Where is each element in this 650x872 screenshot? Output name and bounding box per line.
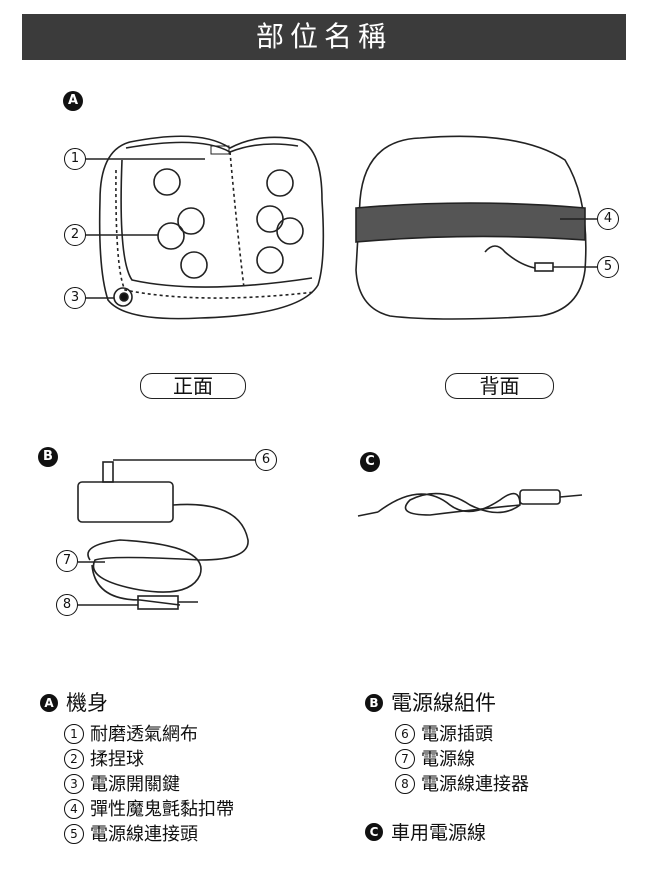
callout-8: 8: [56, 594, 78, 616]
item-label: 耐磨透氣網布: [90, 724, 198, 745]
massager-back-drawing: [355, 135, 597, 320]
section-b-badge: B: [38, 447, 58, 467]
item-number: 3: [64, 774, 84, 794]
power-adapter-drawing: [77, 459, 255, 610]
item-label: 電源線連接器: [421, 774, 529, 795]
list-item: 6 電源插頭: [395, 722, 529, 747]
back-view-label: 背面: [445, 373, 554, 399]
page-title: 部位名稱: [22, 14, 626, 60]
product-illustrations: [77, 135, 597, 610]
massager-front-drawing: [86, 135, 325, 320]
part-c-heading: C 車用電源線: [365, 818, 486, 845]
list-item: 3 電源開關鍵: [64, 772, 234, 797]
list-item: 4 彈性魔鬼氈黏扣帶: [64, 797, 234, 822]
badge-c-icon: C: [365, 823, 383, 841]
callout-3: 3: [64, 287, 86, 309]
item-label: 電源線連接頭: [90, 824, 198, 845]
list-item: 7 電源線: [395, 747, 529, 772]
part-a-heading: A 機身: [40, 687, 108, 717]
item-label: 電源開關鍵: [90, 774, 180, 795]
item-number: 2: [64, 749, 84, 769]
part-a-title: 機身: [66, 691, 108, 715]
badge-a-icon: A: [40, 694, 58, 712]
part-c-title: 車用電源線: [391, 822, 487, 844]
callout-6: 6: [255, 449, 277, 471]
item-label: 彈性魔鬼氈黏扣帶: [90, 799, 234, 820]
part-b-title: 電源線組件: [391, 691, 496, 715]
part-b-list: 6 電源插頭 7 電源線 8 電源線連接器: [395, 722, 529, 797]
item-number: 7: [395, 749, 415, 769]
list-item: 8 電源線連接器: [395, 772, 529, 797]
callout-2: 2: [64, 224, 86, 246]
item-label: 電源插頭: [421, 724, 493, 745]
list-item: 2 揉捏球: [64, 747, 234, 772]
item-number: 8: [395, 774, 415, 794]
callout-4: 4: [597, 208, 619, 230]
item-number: 4: [64, 799, 84, 819]
front-view-label: 正面: [140, 373, 246, 399]
callout-7: 7: [56, 550, 78, 572]
list-item: 5 電源線連接頭: [64, 822, 234, 847]
section-a-badge: A: [63, 91, 83, 111]
part-a-list: 1 耐磨透氣網布 2 揉捏球 3 電源開關鍵 4 彈性魔鬼氈黏扣帶 5 電源線連接頭: [64, 722, 234, 847]
part-b-heading: B 電源線組件: [365, 687, 496, 717]
item-number: 6: [395, 724, 415, 744]
car-power-cord-drawing: [357, 489, 583, 517]
item-number: 1: [64, 724, 84, 744]
section-c-badge: C: [360, 452, 380, 472]
item-label: 電源線: [421, 749, 475, 770]
badge-b-icon: B: [365, 694, 383, 712]
callout-5: 5: [597, 256, 619, 278]
list-item: 1 耐磨透氣網布: [64, 722, 234, 747]
item-label: 揉捏球: [90, 749, 144, 770]
callout-1: 1: [64, 148, 86, 170]
item-number: 5: [64, 824, 84, 844]
